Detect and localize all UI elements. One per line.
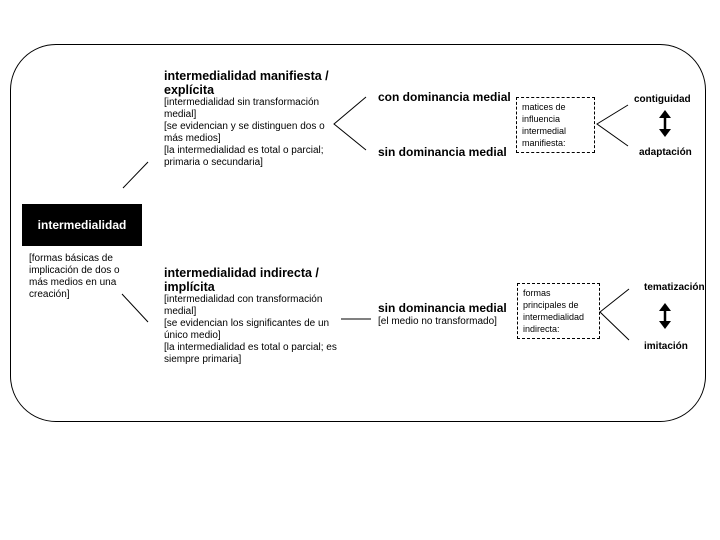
connector-lower-right-fork: [599, 288, 630, 341]
connector-upper-fork: [333, 96, 367, 151]
lower-note-2: [se evidencian los significantes de un ú…: [164, 318, 330, 341]
root-label: intermedialidad: [37, 218, 127, 232]
connector-upper-right-fork: [596, 104, 629, 147]
upper-node: intermedialidad manifiesta / explícita […: [164, 69, 340, 169]
lower-branch-note: [el medio no transformado]: [378, 316, 497, 327]
upper-branch-con-dominancia: con dominancia medial: [378, 90, 511, 104]
root-node: intermedialidad: [22, 204, 142, 246]
lower-branch-sin-dominancia: sin dominancia medial: [378, 301, 507, 315]
lower-title: intermedialidad indirecta / implícita: [164, 266, 319, 294]
connector-root-lower: [121, 293, 149, 323]
lower-note-3: [la intermedialidad es total o parcial; …: [164, 342, 337, 365]
upper-output-contiguidad: contiguidad: [634, 94, 691, 105]
lower-dashed-box: formas principales de intermedialidad in…: [517, 283, 600, 339]
upper-note-2: [se evidencian y se distinguen dos o más…: [164, 121, 325, 144]
lower-output-tematizacion: tematización: [644, 282, 705, 293]
upper-note-3: [la intermedialidad es total o parcial; …: [164, 145, 324, 168]
lower-note-1: [intermedialidad con transformación medi…: [164, 294, 323, 317]
upper-output-adaptacion: adaptación: [639, 147, 692, 158]
connector-root-upper: [122, 161, 149, 189]
lower-output-imitacion: imitación: [644, 341, 688, 352]
root-note: [formas básicas de implicación de dos o …: [29, 253, 120, 300]
double-arrow-icon-lower: [659, 303, 671, 329]
lower-node: intermedialidad indirecta / implícita [i…: [164, 266, 340, 366]
diagram-frame: [10, 44, 706, 422]
upper-note-1: [intermedialidad sin transformación medi…: [164, 97, 320, 120]
upper-title: intermedialidad manifiesta / explícita: [164, 69, 329, 97]
upper-dashed-box: matices de influencia intermedial manifi…: [516, 97, 595, 153]
double-arrow-icon-upper: [659, 110, 671, 137]
upper-branch-sin-dominancia: sin dominancia medial: [378, 145, 507, 159]
